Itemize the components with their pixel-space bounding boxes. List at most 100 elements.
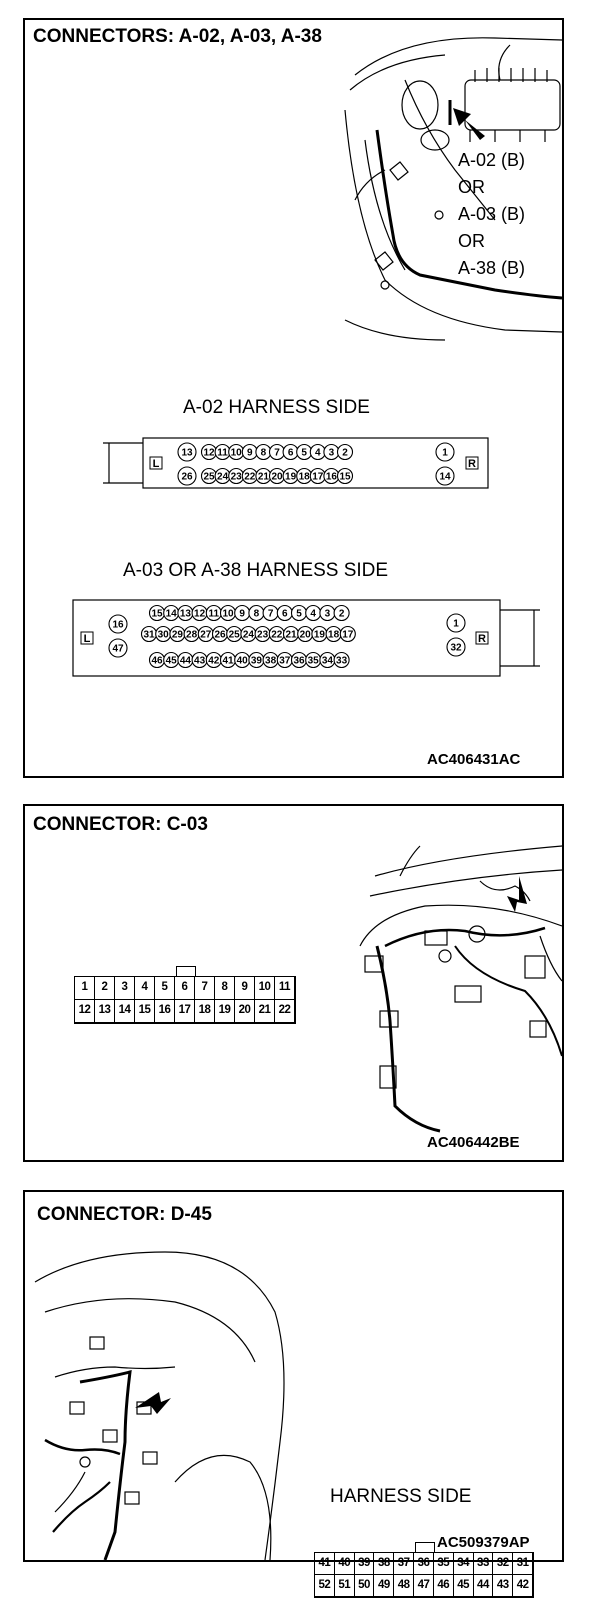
- figure-code: AC406442BE: [427, 1134, 520, 1151]
- pin-cell: 11: [275, 977, 295, 1000]
- pin-number: 41: [222, 656, 234, 667]
- pin-cell: 48: [394, 1575, 415, 1597]
- pin-circle: [446, 637, 466, 657]
- callout-a03: A-03 (B): [458, 204, 526, 224]
- pin-number: 18: [328, 630, 340, 641]
- pin-cell: 18: [195, 1000, 215, 1023]
- pin-number: 7: [268, 609, 274, 620]
- vehicle-front-illustration: [34, 1251, 285, 1560]
- pin-number: 35: [308, 656, 320, 667]
- pin-number: 6: [288, 448, 294, 459]
- pin-cell: 8: [215, 977, 235, 1000]
- pin-number: 39: [251, 656, 263, 667]
- pin-number: 25: [229, 630, 241, 641]
- callout-a38: A-38 (B): [458, 258, 526, 278]
- pin-number: 24: [217, 472, 229, 483]
- pin-number: 29: [172, 630, 184, 641]
- pin-cell: 33: [473, 1553, 494, 1575]
- pin-number: 2: [342, 448, 348, 459]
- pin-number: 47: [112, 644, 124, 655]
- pin-number: 45: [166, 656, 178, 667]
- pin-number: 3: [329, 448, 335, 459]
- pin-number: 26: [214, 630, 226, 641]
- pin-cell: 20: [235, 1000, 255, 1023]
- figure-code: AC509379AP: [437, 1534, 530, 1551]
- pin-number: 9: [247, 448, 253, 459]
- pin-number: 46: [151, 656, 163, 667]
- pin-cell: 17: [175, 1000, 195, 1023]
- pin-number: 11: [217, 448, 228, 459]
- dashboard-illustration: [359, 845, 562, 1133]
- pin-cell: 7: [195, 977, 215, 1000]
- engine-bay-illustration: [344, 37, 562, 341]
- pin-number: 42: [208, 656, 220, 667]
- pin-circle: [435, 442, 455, 462]
- pin-number: 23: [231, 472, 243, 483]
- pin-number: 10: [231, 448, 243, 459]
- pin-cell: 50: [354, 1575, 375, 1597]
- pin-number: 26: [181, 472, 193, 483]
- pin-cell: 22: [275, 1000, 295, 1023]
- pin-cell: 38: [374, 1553, 395, 1575]
- pin-number: 1: [442, 448, 448, 459]
- pin-cell: 1: [75, 977, 95, 1000]
- pin-number: 5: [301, 448, 307, 459]
- pin-cell: 43: [493, 1575, 514, 1597]
- pin-number: 23: [257, 630, 269, 641]
- pin-number: 8: [254, 609, 260, 620]
- pin-cell: 13: [95, 1000, 115, 1023]
- pin-cell: 21: [255, 1000, 275, 1023]
- pin-number: 37: [279, 656, 291, 667]
- pin-cell: 2: [95, 977, 115, 1000]
- pin-number: 9: [239, 609, 245, 620]
- pin-number: 22: [271, 630, 283, 641]
- pin-cell: 52: [315, 1575, 335, 1597]
- pin-number: 8: [261, 448, 267, 459]
- pin-number: 15: [339, 472, 351, 483]
- callout-a02: A-02 (B): [458, 150, 526, 170]
- pin-circle: [333, 604, 350, 622]
- pin-number: 28: [186, 630, 198, 641]
- d45-caption: HARNESS SIDE: [330, 1486, 472, 1507]
- pin-number: 30: [158, 630, 170, 641]
- pin-number: 5: [296, 609, 302, 620]
- pin-number: 17: [342, 630, 354, 641]
- pin-number: 2: [339, 609, 345, 620]
- pin-circle: [435, 466, 455, 486]
- pin-number: 12: [203, 448, 215, 459]
- pin-cell: 16: [155, 1000, 175, 1023]
- right-marker: R: [468, 458, 476, 470]
- pin-number: 43: [194, 656, 206, 667]
- connector-latch: [176, 966, 196, 977]
- pin-number: 20: [300, 630, 312, 641]
- pin-number: 20: [271, 472, 283, 483]
- pin-number: 11: [209, 609, 220, 620]
- pin-circle: [108, 614, 128, 634]
- pin-number: 14: [439, 472, 451, 483]
- pin-cell: 45: [453, 1575, 474, 1597]
- pin-cell: 41: [315, 1553, 335, 1575]
- pin-cell: 34: [453, 1553, 474, 1575]
- a02-caption: A-02 HARNESS SIDE: [183, 397, 370, 418]
- pin-number: 21: [258, 472, 270, 483]
- pin-number: 24: [243, 630, 255, 641]
- pin-cell: 39: [354, 1553, 375, 1575]
- pin-number: 34: [322, 656, 334, 667]
- pin-cell: 6: [175, 977, 195, 1000]
- pin-cell: 47: [414, 1575, 434, 1597]
- pin-number: 13: [180, 609, 192, 620]
- pin-number: 36: [293, 656, 305, 667]
- pin-number: 1: [453, 619, 459, 630]
- pin-circle: [108, 638, 128, 658]
- a03-caption: A-03 OR A-38 HARNESS SIDE: [123, 560, 389, 581]
- pin-circle: [336, 443, 354, 461]
- pin-cell: 51: [334, 1575, 355, 1597]
- pin-number: 19: [285, 472, 297, 483]
- left-marker: L: [153, 458, 160, 470]
- arrow-icon: [453, 108, 485, 140]
- pin-cell: 32: [493, 1553, 514, 1575]
